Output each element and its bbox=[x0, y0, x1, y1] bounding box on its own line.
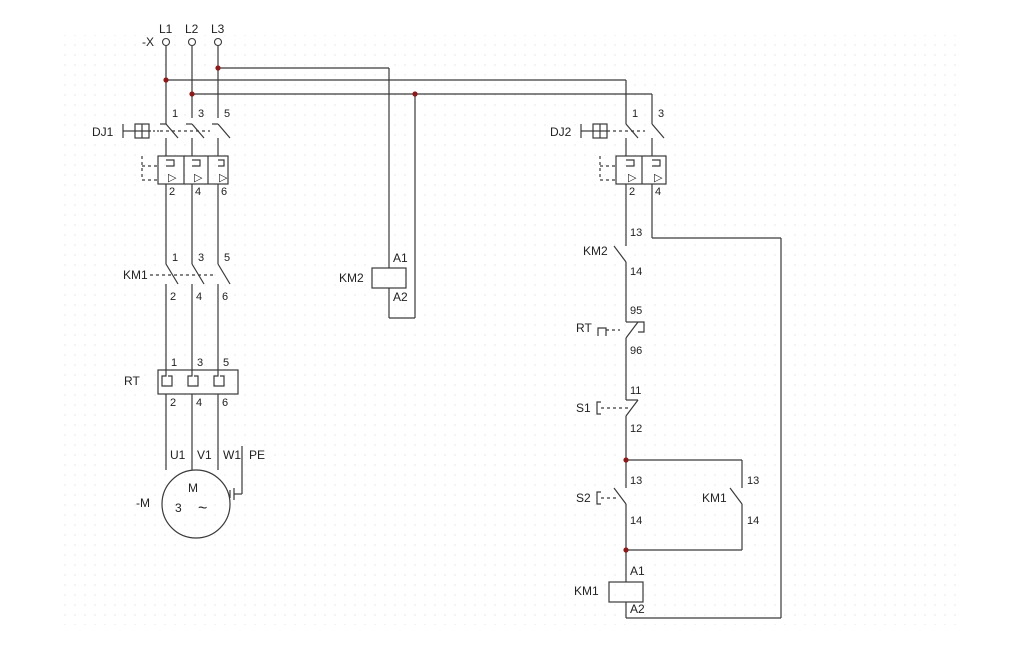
magnetic-trip-icon: ▷ bbox=[628, 172, 637, 184]
km1-main-label: KM1 bbox=[123, 268, 148, 282]
km1-aux-label: KM1 bbox=[702, 491, 727, 505]
km2-a2-label: A2 bbox=[393, 290, 408, 304]
rt-contact-pin: 95 bbox=[630, 305, 642, 317]
switch-s1: S1 11 12 bbox=[576, 385, 642, 460]
motor-terminal-label: W1 bbox=[223, 448, 241, 462]
terminal-l3-label: L3 bbox=[211, 22, 225, 36]
terminal-l1 bbox=[161, 37, 171, 47]
km2-contact-pin: 14 bbox=[630, 266, 642, 278]
s2-pin: 14 bbox=[630, 515, 642, 527]
junction-dot bbox=[623, 547, 629, 553]
dj2-pin: 1 bbox=[632, 108, 638, 120]
coil-km2: KM2 A1 A2 bbox=[339, 251, 408, 304]
dj2-pin: 2 bbox=[629, 186, 635, 198]
motor-label: -M bbox=[136, 496, 150, 510]
dj1-label: DJ1 bbox=[92, 125, 114, 139]
grid-background bbox=[60, 35, 960, 625]
motor-terminal-label: U1 bbox=[170, 448, 186, 462]
supply-terminals: -X L1 L2 L3 bbox=[142, 22, 225, 49]
terminal-l3 bbox=[213, 37, 223, 47]
rt-main-pin: 3 bbox=[197, 357, 203, 369]
motor-circle bbox=[161, 469, 231, 539]
junction-dot bbox=[189, 91, 195, 97]
dj2-pin: 4 bbox=[655, 186, 661, 198]
s1-pin: 11 bbox=[630, 385, 641, 397]
magnetic-trip-icon: ▷ bbox=[219, 172, 228, 184]
terminal-l1-label: L1 bbox=[159, 22, 173, 36]
motor-letter: M bbox=[188, 481, 198, 495]
rt-main-pin: 2 bbox=[170, 397, 176, 409]
contact-rt-nc: RT 95 96 bbox=[576, 305, 645, 396]
km2-a1-label: A1 bbox=[393, 251, 408, 265]
dj1-pin: 6 bbox=[221, 186, 227, 198]
km1-aux-pin: 13 bbox=[747, 475, 759, 487]
rt-main-pin: 1 bbox=[171, 357, 177, 369]
switch-s2: S2 13 14 bbox=[576, 460, 642, 568]
motor-terminal-label: PE bbox=[249, 448, 265, 462]
km1-coil-pin: A2 bbox=[630, 602, 645, 616]
motor: U1 V1 W1 PE -M M 3 ~ bbox=[136, 446, 265, 539]
dj1-pin: 5 bbox=[224, 108, 230, 120]
rt-contact-pin: 96 bbox=[630, 345, 642, 357]
dj2-label: DJ2 bbox=[550, 125, 572, 139]
km1-coil-label: KM1 bbox=[574, 584, 599, 598]
magnetic-trip-icon: ▷ bbox=[654, 172, 663, 184]
breaker-dj2: DJ2 1 3 ▷ ▷ 2 4 bbox=[550, 108, 782, 619]
dj1-pin: 2 bbox=[169, 186, 175, 198]
dj1-pin: 4 bbox=[195, 186, 201, 198]
rt-contact-label: RT bbox=[576, 321, 592, 335]
km2-contact-pin: 13 bbox=[630, 227, 642, 239]
km1-aux-pin: 14 bbox=[747, 515, 759, 527]
rt-main-pin: 5 bbox=[223, 357, 229, 369]
rt-main-pin: 4 bbox=[196, 397, 202, 409]
terminal-l2-label: L2 bbox=[185, 22, 199, 36]
s1-label: S1 bbox=[576, 401, 591, 415]
km1-main-pin: 4 bbox=[196, 291, 202, 303]
contact-km2-no: KM2 13 14 bbox=[583, 227, 642, 318]
ac-icon: ~ bbox=[198, 500, 207, 517]
s2-pin: 13 bbox=[630, 475, 642, 487]
rt-main-label: RT bbox=[124, 374, 140, 388]
dj1-pin: 1 bbox=[172, 108, 178, 120]
magnetic-trip-icon: ▷ bbox=[168, 172, 177, 184]
km1-main-pin: 6 bbox=[222, 291, 228, 303]
contactor-km1-main: KM1 1 3 5 2 4 6 bbox=[123, 252, 231, 370]
contact-km1-aux: KM1 13 14 bbox=[623, 457, 759, 553]
s2-label: S2 bbox=[576, 491, 591, 505]
motor-phases: 3 bbox=[175, 501, 182, 515]
breaker-dj1: DJ1 1 3 5 ▷ ▷ ▷ 2 bbox=[92, 108, 231, 258]
coil-km1: KM1 A1 A2 bbox=[574, 564, 645, 618]
terminal-l2 bbox=[187, 37, 197, 47]
motor-terminal-label: V1 bbox=[197, 448, 212, 462]
km1-main-pin: 3 bbox=[198, 252, 204, 264]
magnetic-trip-icon: ▷ bbox=[194, 172, 203, 184]
km2-contact-label: KM2 bbox=[583, 244, 608, 258]
thermal-relay-rt-main: RT 1 3 5 2 4 6 bbox=[124, 357, 239, 470]
rt-main-pin: 6 bbox=[222, 397, 228, 409]
bus-wires bbox=[163, 46, 653, 319]
junction-dot bbox=[163, 77, 169, 83]
junction-dot bbox=[412, 91, 418, 97]
dj2-pin: 3 bbox=[658, 108, 664, 120]
junction-dot bbox=[215, 65, 221, 71]
coil-km2-body bbox=[371, 267, 407, 289]
km2-coil-label: KM2 bbox=[339, 271, 364, 285]
dj1-pin: 3 bbox=[198, 108, 204, 120]
km1-main-pin: 1 bbox=[172, 252, 178, 264]
s1-pin: 12 bbox=[630, 423, 642, 435]
km1-main-pin: 5 bbox=[224, 252, 230, 264]
terminal-strip-label: -X bbox=[142, 35, 154, 49]
km1-main-pin: 2 bbox=[170, 291, 176, 303]
junction-dot bbox=[623, 457, 629, 463]
km1-coil-pin: A1 bbox=[630, 564, 645, 578]
